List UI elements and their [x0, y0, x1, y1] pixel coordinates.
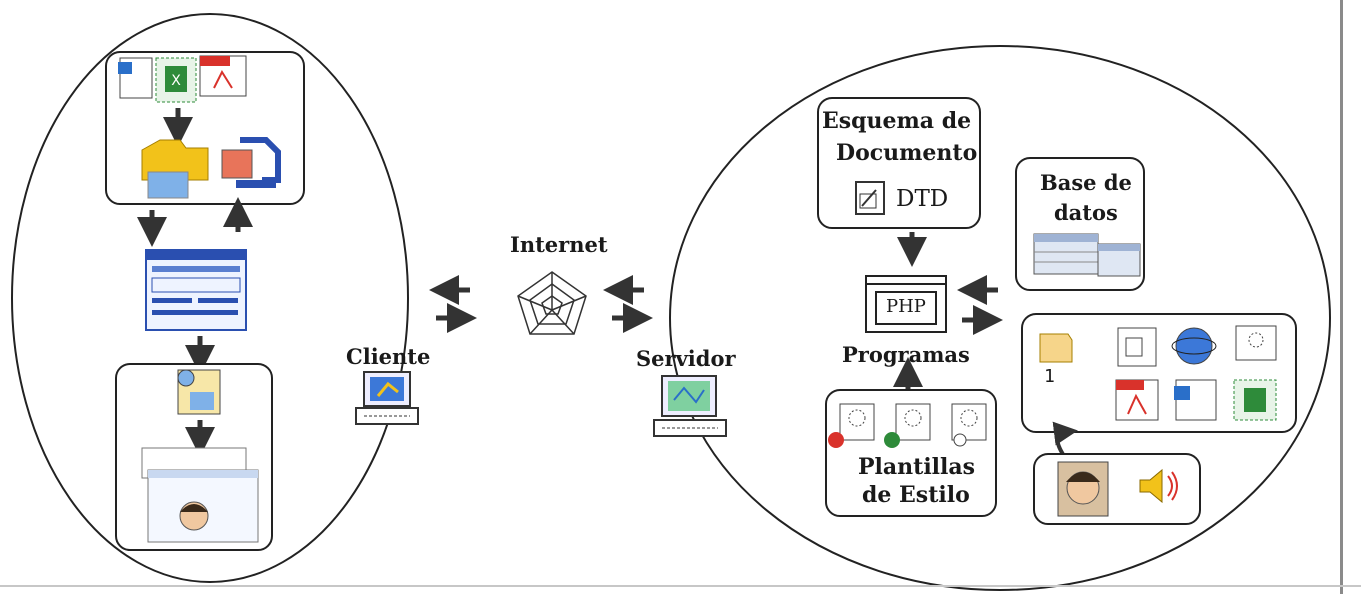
storage-icon — [221, 137, 281, 188]
database-label-line2: datos — [1054, 200, 1118, 225]
server-label: Servidor — [636, 346, 736, 371]
client-laptop-icon — [355, 371, 419, 425]
face-photo-icon — [1057, 461, 1109, 517]
client-label: Cliente — [346, 344, 431, 369]
client-ellipse — [11, 13, 409, 583]
programs-label: Programas — [842, 342, 970, 367]
word-doc-icon — [118, 57, 153, 99]
browser-document-icon — [177, 369, 221, 415]
excel-doc-icon: X — [155, 57, 197, 103]
resources-box — [1021, 313, 1297, 433]
internet-label: Internet — [510, 232, 608, 257]
curved-arrow-icon — [1052, 421, 1078, 458]
server-laptop-icon — [653, 375, 727, 437]
php-label: PHP — [886, 296, 926, 317]
svg-text:X: X — [171, 73, 181, 89]
stylesheets-label-line2: de Estilo — [862, 482, 970, 508]
dtd-file-icon — [855, 181, 885, 215]
folder-icon — [141, 139, 209, 199]
dtd-label: DTD — [896, 186, 949, 212]
right-edge-rule — [1340, 0, 1343, 594]
resource-counter: 1 — [1044, 366, 1055, 387]
database-table-icon — [1033, 233, 1141, 277]
internet-web-icon — [517, 271, 587, 335]
bottom-edge-rule — [0, 585, 1361, 587]
resource-icons — [1039, 325, 1277, 421]
pdf-doc-icon — [199, 55, 247, 97]
stylesheet-icons — [828, 403, 987, 448]
form-window-icon — [145, 249, 247, 331]
schema-label-line2: Documento — [836, 140, 978, 166]
php-window-icon — [865, 275, 947, 333]
database-label-line1: Base de — [1040, 170, 1132, 195]
schema-label-line1: Esquema de — [822, 108, 972, 134]
speaker-icon — [1139, 468, 1178, 504]
server-ellipse — [669, 45, 1331, 591]
stylesheets-label-line1: Plantillas — [858, 454, 976, 480]
web-page-icon — [141, 447, 259, 543]
